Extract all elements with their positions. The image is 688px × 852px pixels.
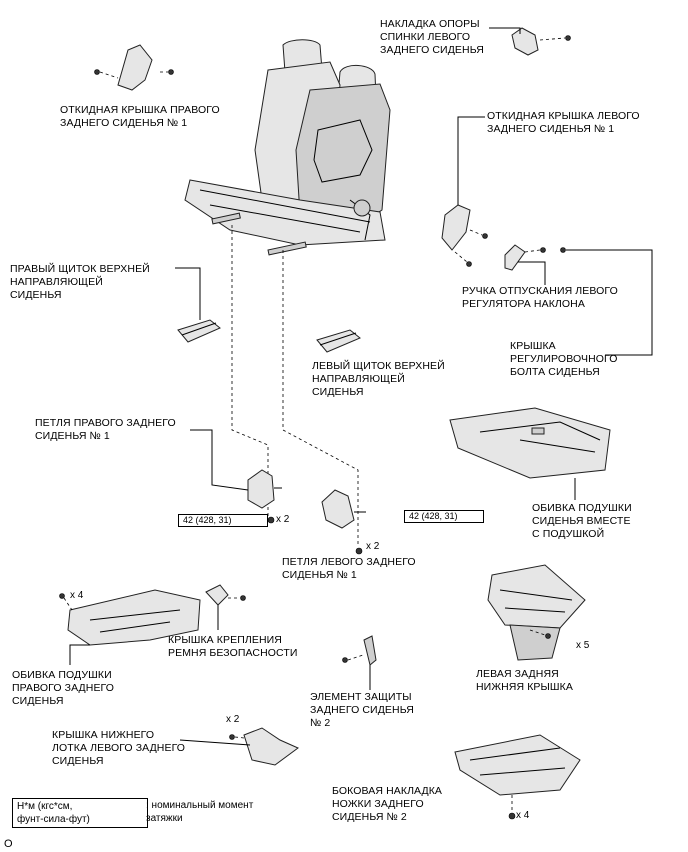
label-line: НОЖКИ ЗАДНЕГО <box>332 798 424 810</box>
qty-left-hinge: x 2 <box>366 541 380 552</box>
label-line: № 2 <box>310 717 331 729</box>
label-line: КРЫШКА <box>510 340 556 352</box>
left-hinge-part <box>321 489 366 555</box>
label-line: ЗАДНЕГО СИДЕНЬЯ № 1 <box>487 123 615 135</box>
label-line: ПЕТЛЯ ПРАВОГО ЗАДНЕГО <box>35 417 176 429</box>
torque-box-right-hinge: 42 (428, 31) <box>178 514 268 527</box>
recliner-handle-part <box>504 244 653 356</box>
label-line: С ПОДУШКОЙ <box>532 528 605 540</box>
label-recliner-handle: РУЧКА ОТПУСКАНИЯ ЛЕВОГО РЕГУЛЯТОРА НАКЛО… <box>462 285 618 311</box>
right-rail-shield-part <box>175 267 221 343</box>
seat-cushion-part <box>449 407 611 500</box>
tray-cover-part <box>179 727 299 766</box>
backrest-cover-part <box>489 27 571 56</box>
qty-tray-cover: x 2 <box>226 714 240 725</box>
protector-part <box>342 635 377 690</box>
legend-unit-line: фунт-сила-фут) <box>17 814 90 825</box>
label-backrest-cover: НАКЛАДКА ОПОРЫ СПИНКИ ЛЕВОГО ЗАДНЕГО СИД… <box>380 18 484 57</box>
label-left-hinge-cover: ОТКИДНАЯ КРЫШКА ЛЕВОГО ЗАДНЕГО СИДЕНЬЯ №… <box>487 110 640 136</box>
label-line: ОБИВКА ПОДУШКИ <box>12 669 112 681</box>
leg-side-cover-part <box>454 734 581 820</box>
label-line: ПЕТЛЯ ЛЕВОГО ЗАДНЕГО <box>282 556 416 568</box>
qty-lower-cover: x 5 <box>576 640 590 651</box>
legend-unit-box: Н*м (кгс*см, фунт-сила-фут) <box>12 798 148 828</box>
label-line: КРЫШКА КРЕПЛЕНИЯ <box>168 634 282 646</box>
label-right-rail-shield: ПРАВЫЙ ЩИТОК ВЕРХНЕЙ НАПРАВЛЯЮЩЕЙ СИДЕНЬ… <box>10 263 150 302</box>
legend-desc-line: затяжки <box>146 813 183 824</box>
torque-box-left-hinge: 42 (428, 31) <box>404 510 484 523</box>
label-line: ЛЕВАЯ ЗАДНЯЯ <box>476 668 559 680</box>
label-line: СИДЕНЬЯ № 1 <box>282 569 357 581</box>
label-line: ОТКИДНАЯ КРЫШКА ПРАВОГО <box>60 104 220 116</box>
legend-desc-line: : номинальный момент <box>146 800 254 811</box>
label-line: НИЖНЯЯ КРЫШКА <box>476 681 573 693</box>
right-hinge-part <box>190 429 282 524</box>
label-line: КРЫШКА НИЖНЕГО <box>52 729 155 741</box>
figure-code: O <box>4 838 13 850</box>
label-line: СИДЕНЬЯ № 1 <box>35 430 110 442</box>
label-left-lower-cover: ЛЕВАЯ ЗАДНЯЯ НИЖНЯЯ КРЫШКА <box>476 668 573 694</box>
label-line: НАПРАВЛЯЮЩЕЙ <box>10 276 103 288</box>
belt-anchor-cover-part <box>205 584 246 630</box>
label-line: ЗАДНЕГО СИДЕНЬЯ <box>310 704 414 716</box>
label-line: БОЛТА СИДЕНЬЯ <box>510 366 600 378</box>
label-line: БОКОВАЯ НАКЛАДКА <box>332 785 443 797</box>
label-leg-cover: БОКОВАЯ НАКЛАДКА НОЖКИ ЗАДНЕГО СИДЕНЬЯ №… <box>332 785 442 824</box>
label-line: НАПРАВЛЯЮЩЕЙ <box>312 373 405 385</box>
label-line: РУЧКА ОТПУСКАНИЯ ЛЕВОГО <box>462 285 618 297</box>
qty-leg-cover: x 4 <box>516 810 530 821</box>
right-cushion-cover-part <box>59 589 201 665</box>
label-left-hinge: ПЕТЛЯ ЛЕВОГО ЗАДНЕГО СИДЕНЬЯ № 1 <box>282 556 416 582</box>
label-protector: ЭЛЕМЕНТ ЗАЩИТЫ ЗАДНЕГО СИДЕНЬЯ № 2 <box>310 691 414 730</box>
right-hinge-cover-part <box>94 44 174 91</box>
label-tray-cover: КРЫШКА НИЖНЕГО ЛОТКА ЛЕВОГО ЗАДНЕГО СИДЕ… <box>52 729 185 768</box>
label-line: ПРАВЫЙ ЩИТОК ВЕРХНЕЙ <box>10 263 150 275</box>
left-rail-shield-part <box>316 329 361 353</box>
label-adjust-bolt-cover: КРЫШКА РЕГУЛИРОВОЧНОГО БОЛТА СИДЕНЬЯ <box>510 340 618 379</box>
label-line: ЛЕВЫЙ ЩИТОК ВЕРХНЕЙ <box>312 360 445 372</box>
label-line: СИДЕНЬЯ <box>312 386 364 398</box>
legend-unit-line: Н*м (кгс*см, <box>17 801 73 812</box>
label-line: СИДЕНЬЯ <box>12 695 64 707</box>
label-line: СИДЕНЬЯ ВМЕСТЕ <box>532 515 631 527</box>
label-line: РЕМНЯ БЕЗОПАСНОСТИ <box>168 647 298 659</box>
label-belt-cover: КРЫШКА КРЕПЛЕНИЯ РЕМНЯ БЕЗОПАСНОСТИ <box>168 634 298 660</box>
left-lower-cover-part <box>487 564 586 661</box>
label-line: СПИНКИ ЛЕВОГО <box>380 31 471 43</box>
label-line: СИДЕНЬЯ <box>52 755 104 767</box>
qty-right-hinge: x 2 <box>276 514 290 525</box>
label-line: ЗАДНЕГО СИДЕНЬЯ № 1 <box>60 117 188 129</box>
label-line: ОБИВКА ПОДУШКИ <box>532 502 632 514</box>
label-cushion-cover: ОБИВКА ПОДУШКИ СИДЕНЬЯ ВМЕСТЕ С ПОДУШКОЙ <box>532 502 632 541</box>
label-right-hinge-cover: ОТКИДНАЯ КРЫШКА ПРАВОГО ЗАДНЕГО СИДЕНЬЯ … <box>60 104 220 130</box>
label-line: ПРАВОГО ЗАДНЕГО <box>12 682 115 694</box>
legend-description: : номинальный момент затяжки <box>146 799 253 825</box>
label-right-cushion-cover: ОБИВКА ПОДУШКИ ПРАВОГО ЗАДНЕГО СИДЕНЬЯ <box>12 669 114 708</box>
label-left-rail-shield: ЛЕВЫЙ ЩИТОК ВЕРХНЕЙ НАПРАВЛЯЮЩЕЙ СИДЕНЬЯ <box>312 360 445 399</box>
qty-right-cushion: x 4 <box>70 590 84 601</box>
label-line: ЗАДНЕГО СИДЕНЬЯ <box>380 44 484 56</box>
label-line: ЛОТКА ЛЕВОГО ЗАДНЕГО <box>52 742 186 754</box>
label-line: ОТКИДНАЯ КРЫШКА ЛЕВОГО <box>487 110 640 122</box>
label-line: РЕГУЛЯТОРА НАКЛОНА <box>462 298 585 310</box>
label-line: ЭЛЕМЕНТ ЗАЩИТЫ <box>310 691 412 703</box>
label-line: СИДЕНЬЯ <box>10 289 62 301</box>
label-line: СИДЕНЬЯ № 2 <box>332 811 407 823</box>
rear-seat-assembly <box>184 39 391 256</box>
label-line: НАКЛАДКА ОПОРЫ <box>380 18 480 30</box>
label-right-hinge: ПЕТЛЯ ПРАВОГО ЗАДНЕГО СИДЕНЬЯ № 1 <box>35 417 176 443</box>
label-line: РЕГУЛИРОВОЧНОГО <box>510 353 618 365</box>
left-hinge-cover-part <box>441 116 488 267</box>
